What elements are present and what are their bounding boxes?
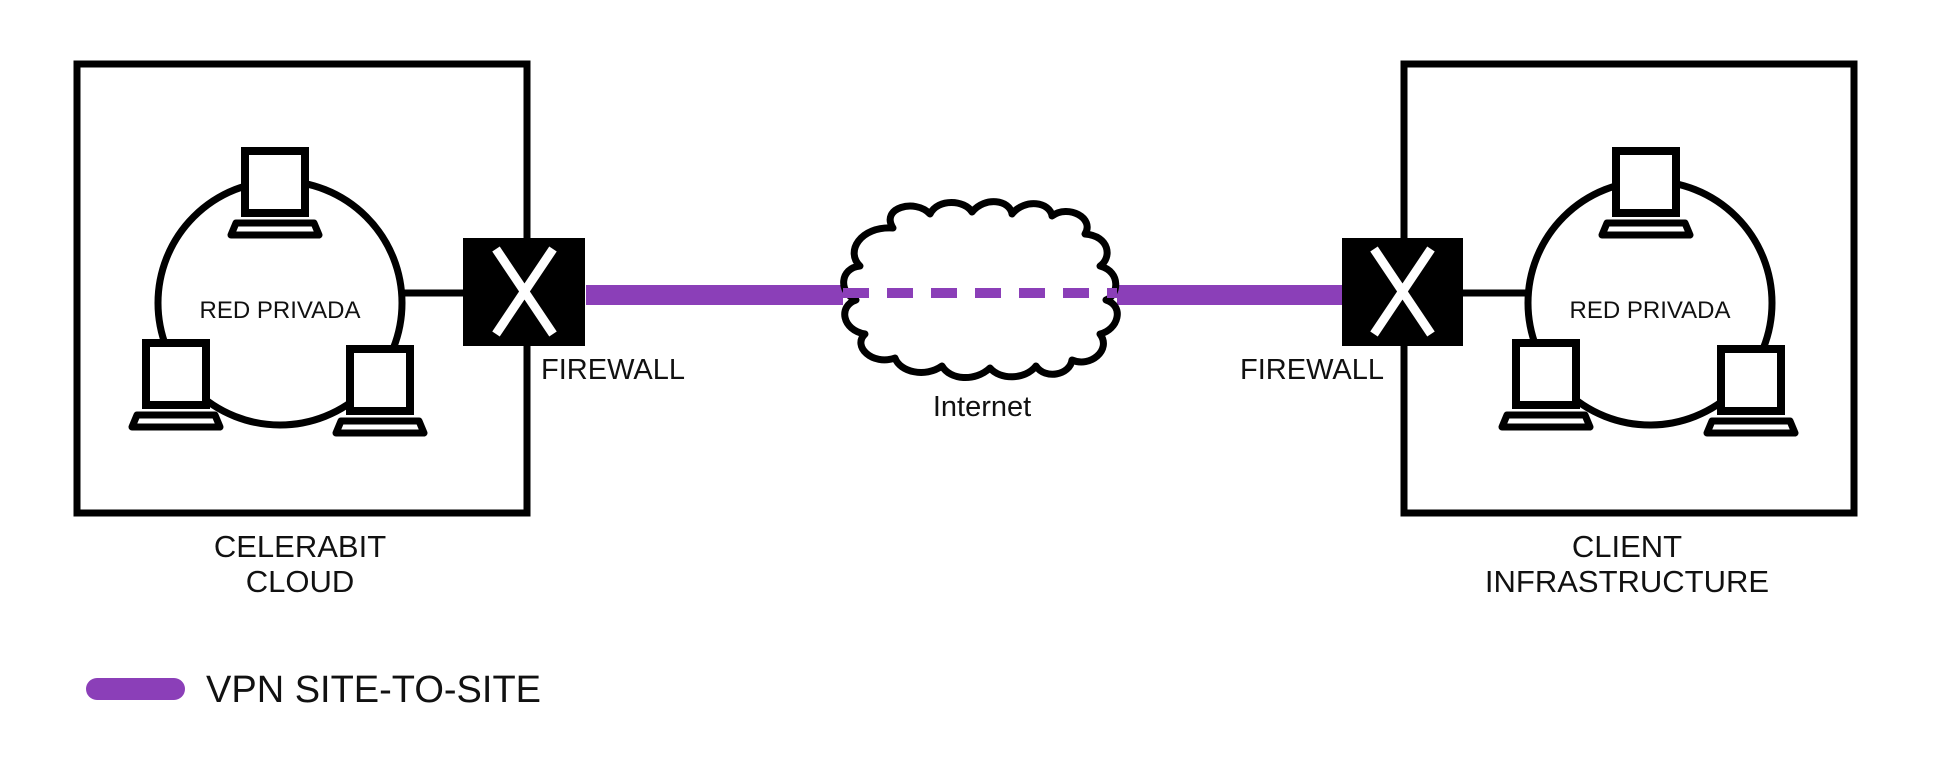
right-site-boundary (1400, 60, 1858, 517)
laptop-icon (1602, 151, 1690, 235)
left-firewall-label: FIREWALL (541, 354, 685, 386)
left-site-name-line2: CLOUD (246, 564, 355, 599)
right-site-name-line1: CLIENT (1572, 529, 1682, 564)
right-site: RED PRIVADA CLIENT INFRASTRUCTURE (1400, 60, 1858, 599)
laptop-icon (336, 349, 424, 433)
laptop-icon (1707, 349, 1795, 433)
right-site-name-line2: INFRASTRUCTURE (1485, 564, 1769, 599)
left-firewall: FIREWALL (463, 238, 685, 386)
left-site: RED PRIVADA CELERABIT CLOUD (73, 60, 531, 599)
left-site-boundary (73, 60, 531, 517)
left-network-label: RED PRIVADA (200, 297, 361, 324)
internet-label: Internet (933, 391, 1031, 423)
laptop-icon (1502, 343, 1590, 427)
legend-vpn-label: VPN SITE-TO-SITE (206, 669, 541, 711)
laptop-icon (132, 343, 220, 427)
right-firewall: FIREWALL (1240, 238, 1463, 386)
legend: VPN SITE-TO-SITE (86, 669, 541, 711)
right-network-label: RED PRIVADA (1570, 297, 1731, 324)
laptop-icon (231, 151, 319, 235)
left-site-name-line1: CELERABIT (214, 529, 386, 564)
right-firewall-label: FIREWALL (1240, 354, 1384, 386)
